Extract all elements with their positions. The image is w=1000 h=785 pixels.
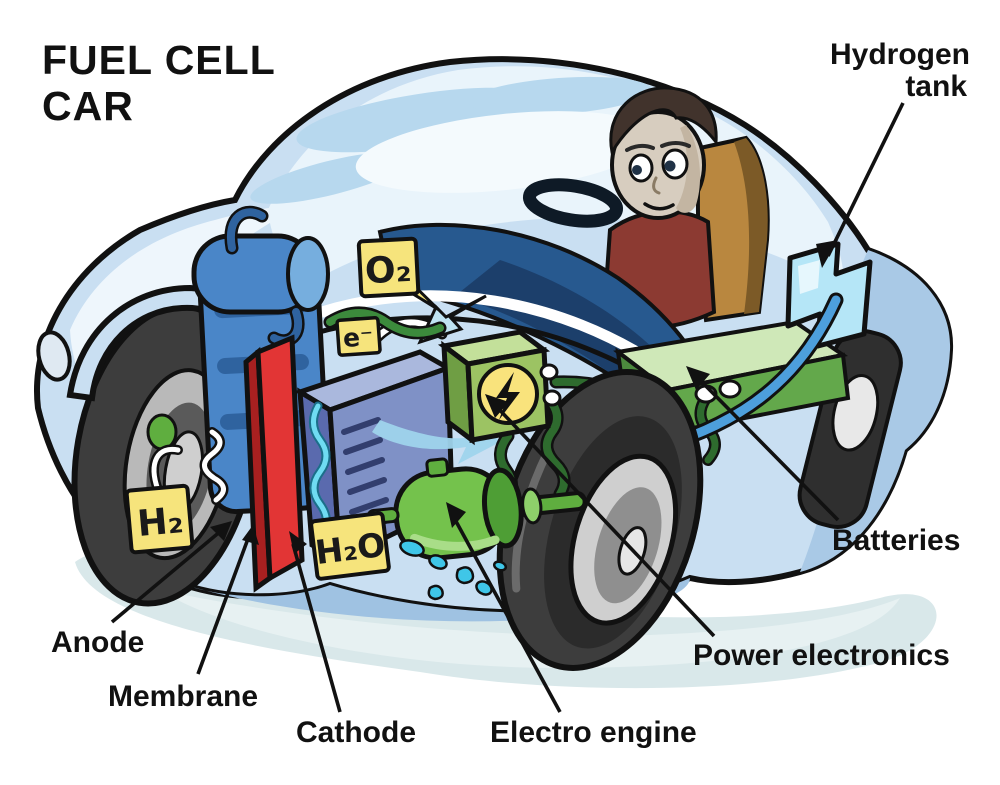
engine-end-cap: [482, 467, 524, 549]
engine-terminal: [425, 457, 450, 478]
air-cylinder-cap: [286, 236, 330, 312]
water-droplets: [399, 539, 508, 601]
oxygen-tag: O₂: [356, 236, 440, 311]
oxygen-tag-label: O₂: [364, 249, 412, 292]
membrane-arrowhead: [242, 525, 259, 545]
batteries-arrowhead: [686, 366, 710, 390]
membrane-plate: [255, 334, 305, 583]
anode-label: Anode: [51, 626, 144, 659]
h2-hose-core: [151, 446, 181, 493]
hydrogen-tank-arrowhead: [816, 240, 838, 268]
driver-pupil-right: [664, 160, 676, 172]
membrane-label: Membrane: [108, 680, 258, 713]
driver-brow-left: [625, 143, 655, 152]
membrane-callout-line: [196, 535, 251, 675]
front-axle-hub: [146, 413, 178, 451]
dashboard: [309, 178, 695, 395]
power-box-connector: [542, 389, 562, 407]
battery-connector: [718, 379, 742, 399]
cowl-band-white: [316, 290, 668, 374]
power-box-connector: [539, 363, 559, 381]
anode-callout-line: [110, 528, 224, 624]
hydrogen-tag-box: [124, 483, 195, 555]
batteries-callout-line: [694, 374, 840, 522]
driver-head: [610, 110, 706, 220]
engine-highlight: [410, 533, 500, 551]
glass-cloud: [355, 111, 655, 193]
batteries-label: Batteries: [832, 524, 960, 557]
hydrogen-tank-callout-line: [826, 102, 905, 257]
diagram-title-line2: CAR: [42, 83, 134, 129]
electro-engine-callout-line: [450, 513, 562, 713]
cathode-label: Cathode: [296, 716, 416, 749]
hydrogen-tag: H₂: [124, 444, 195, 555]
power-electronics-callout-line: [492, 402, 716, 638]
cathode-arrowhead: [289, 531, 307, 554]
electron-tag-box: [335, 316, 382, 357]
driver-hair: [609, 86, 718, 157]
hydrogen-tank: [785, 241, 873, 349]
electron-tag-label: e⁻: [342, 322, 374, 353]
cable: [326, 309, 444, 337]
glass-streak: [468, 76, 652, 116]
electro-engine-label: Electro engine: [490, 716, 697, 749]
cathode-callout-line: [291, 543, 342, 713]
electron-tag: e⁻: [335, 316, 382, 357]
ground-shadow-light: [160, 590, 900, 668]
power-electronics-label: Power electronics: [693, 639, 950, 672]
water-tag-box: [309, 511, 391, 581]
hydrogen-tank-label-line1: Hydrogen: [830, 38, 970, 71]
seat-back-shade: [734, 138, 768, 314]
hydrogen-tank-highlight: [798, 260, 820, 294]
hydrogen-tag-label: H₂: [136, 500, 185, 545]
callout-lines: [110, 102, 905, 713]
driver-brow-right: [660, 141, 691, 148]
hose-wiggle-core: [202, 429, 226, 503]
diagram-title-line1: FUEL CELL: [42, 37, 276, 83]
driver-pupil-left: [632, 165, 642, 175]
headlight: [36, 330, 72, 382]
driver-nose: [652, 176, 661, 195]
air-cylinder: [191, 205, 330, 348]
steering-wheel: [522, 178, 624, 228]
driver-smile: [643, 202, 675, 211]
power-electronics-arrowhead: [485, 394, 509, 418]
far-rear-wheel: [797, 329, 903, 529]
driver-face-shade: [676, 125, 701, 213]
dashboard-shade: [455, 260, 655, 392]
hydrogen-tank-label-line2: tank: [905, 70, 967, 103]
electro-engine-arrowhead: [446, 502, 466, 528]
lightning-bolt-icon: [496, 372, 520, 420]
water-tag: H₂O: [309, 511, 508, 601]
oxygen-tag-box: [356, 236, 421, 299]
driver-seat: [696, 135, 770, 323]
water-tag-label: H₂O: [313, 525, 387, 572]
power-electronics-box: [437, 329, 562, 446]
air-pipe-core: [226, 208, 266, 252]
anode-arrowhead: [210, 521, 232, 541]
